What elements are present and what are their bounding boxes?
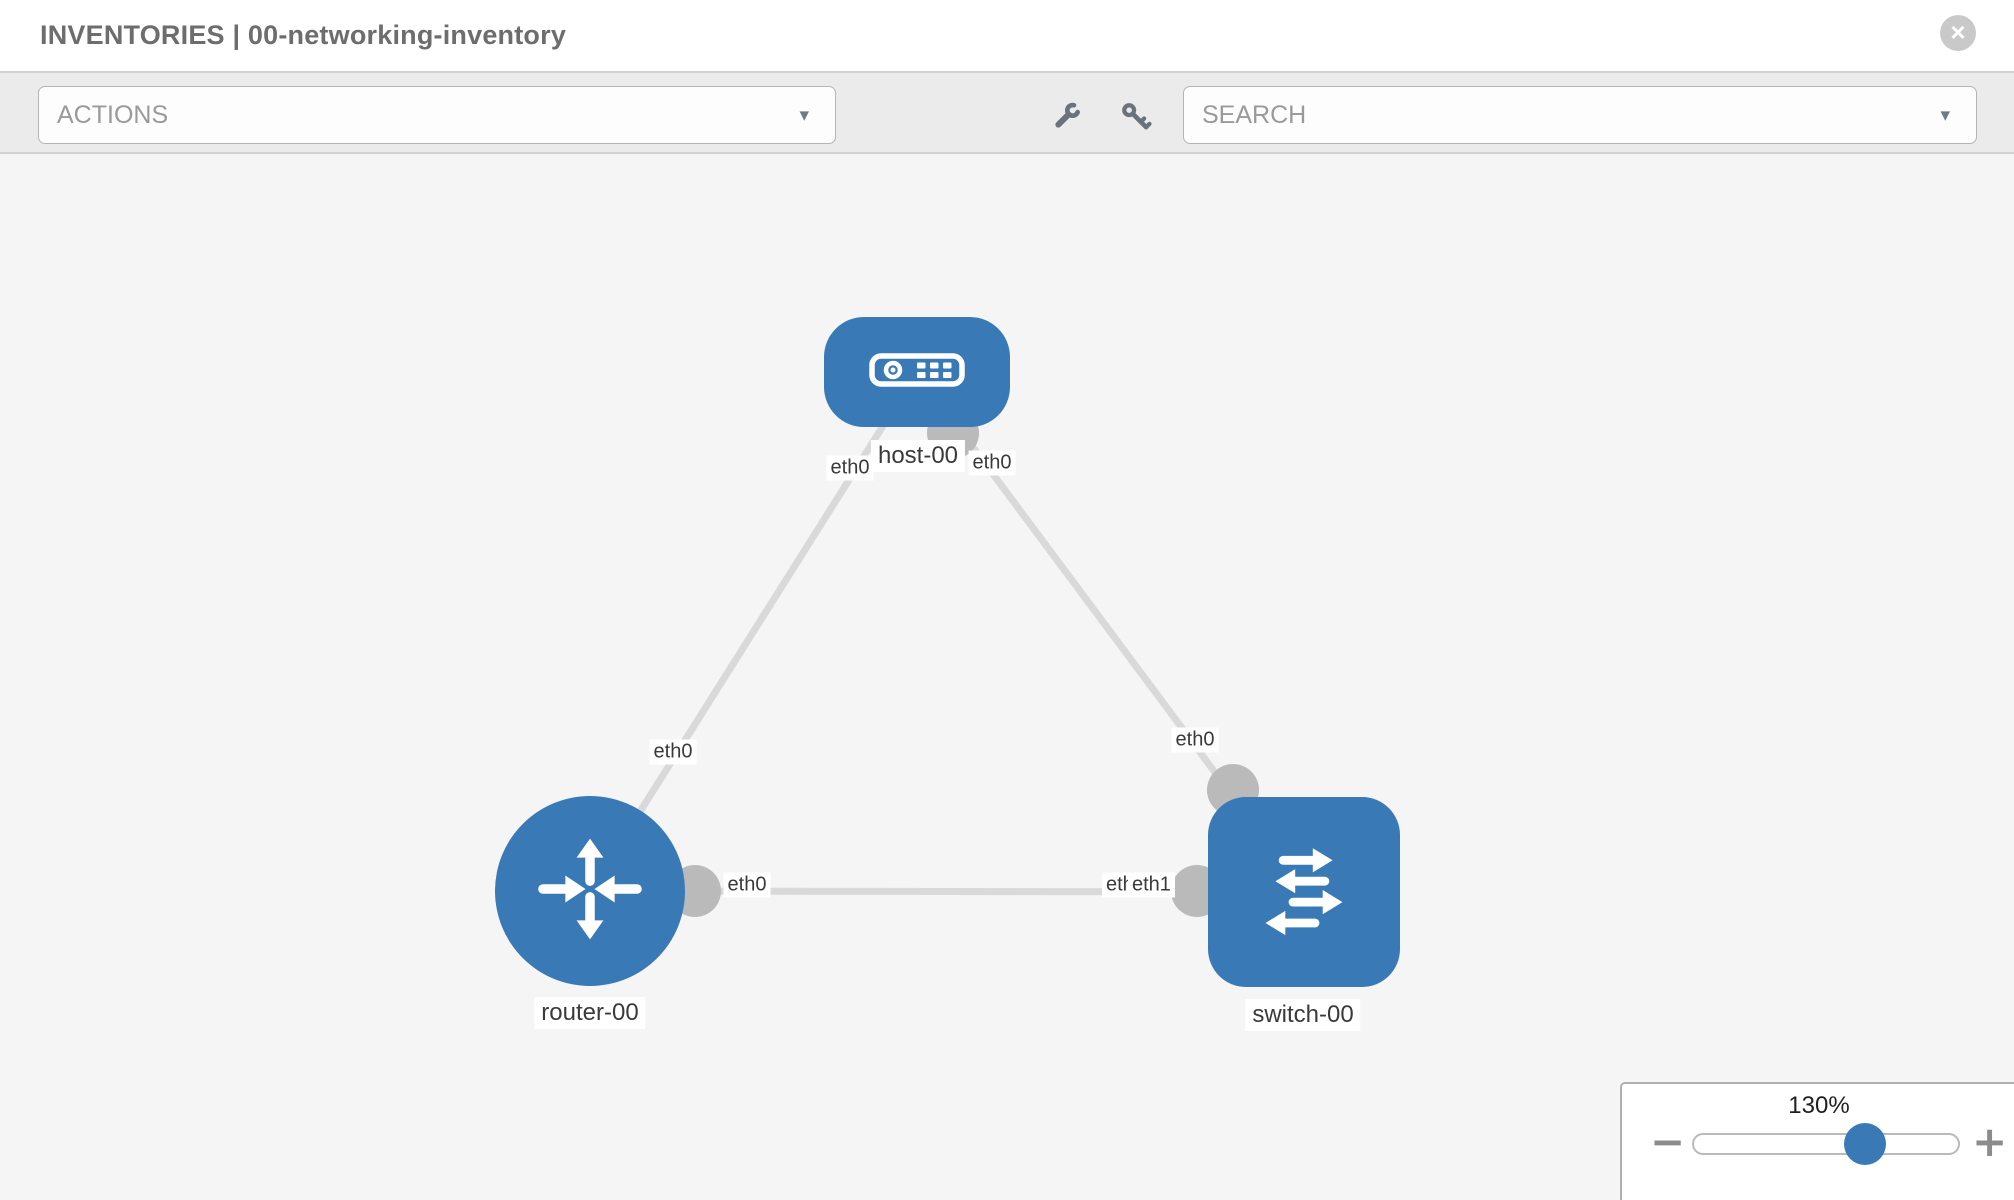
host-device-icon bbox=[869, 352, 965, 392]
node-label-host: host-00 bbox=[870, 440, 966, 472]
zoom-slider-thumb[interactable] bbox=[1844, 1123, 1886, 1165]
zoom-in-button[interactable]: + bbox=[1972, 1117, 2008, 1166]
node-switch-00[interactable] bbox=[1208, 797, 1400, 987]
if-label-host-eth0-right: eth0 bbox=[968, 450, 1016, 476]
key-icon[interactable] bbox=[1118, 99, 1152, 133]
zoom-control-panel: 130% − + bbox=[1620, 1082, 2014, 1200]
if-label-host-eth0-left: eth0 bbox=[826, 455, 874, 481]
actions-dropdown[interactable]: ACTIONS ▾ bbox=[38, 86, 836, 144]
switch-icon bbox=[1249, 835, 1359, 950]
router-icon bbox=[534, 833, 646, 950]
if-label-router-eth0-top: eth0 bbox=[649, 739, 697, 765]
chevron-down-icon: ▾ bbox=[799, 104, 809, 126]
node-router-00[interactable] bbox=[495, 796, 685, 986]
node-label-switch: switch-00 bbox=[1245, 999, 1361, 1031]
zoom-slider-track[interactable] bbox=[1692, 1133, 1960, 1155]
node-label-router: router-00 bbox=[534, 997, 646, 1029]
topology-canvas[interactable]: eth0 eth0 eth0 eth0 eth0 eth0 eth1 host-… bbox=[0, 154, 2014, 1200]
node-host-00[interactable] bbox=[824, 317, 1010, 427]
chevron-down-icon: ▾ bbox=[1940, 104, 1950, 126]
search-dropdown[interactable]: SEARCH ▾ bbox=[1183, 86, 1977, 144]
header: INVENTORIES | 00-networking-inventory × bbox=[0, 0, 2014, 71]
close-icon[interactable]: × bbox=[1940, 15, 1976, 51]
if-label-switch-eth1-over: eth1 bbox=[1128, 872, 1175, 898]
search-placeholder: SEARCH bbox=[1202, 100, 1307, 129]
actions-dropdown-label: ACTIONS bbox=[57, 100, 169, 129]
toolbar: ACTIONS ▾ SEARCH ▾ bbox=[0, 71, 2014, 154]
page-title: INVENTORIES | 00-networking-inventory bbox=[40, 20, 567, 50]
if-label-switch-eth0-top: eth0 bbox=[1171, 727, 1219, 753]
wrench-icon[interactable] bbox=[1050, 99, 1084, 133]
if-label-router-eth0-right: eth0 bbox=[723, 872, 771, 898]
zoom-out-button[interactable]: − bbox=[1650, 1117, 1686, 1166]
zoom-level-value: 130% bbox=[1788, 1092, 1850, 1119]
